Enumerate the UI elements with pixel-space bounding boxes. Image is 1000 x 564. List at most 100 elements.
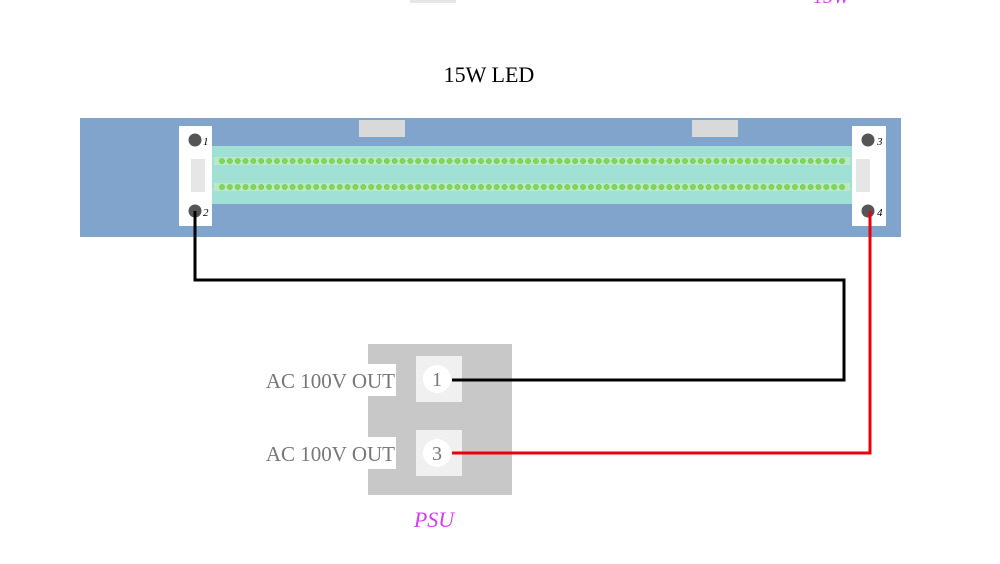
led-dot [697, 184, 704, 190]
terminal-1-label-bg [236, 364, 396, 396]
led-dot [462, 158, 469, 164]
connector-left-slot [191, 159, 205, 192]
led-dot [658, 158, 665, 164]
led-dot [752, 184, 759, 190]
led-dot [493, 158, 500, 164]
led-dot [776, 184, 783, 190]
led-dot [674, 184, 681, 190]
terminal-1-number: 1 [432, 369, 442, 391]
led-dot [336, 158, 343, 164]
led-dot [533, 184, 539, 190]
led-dot [650, 184, 657, 190]
led-dot [533, 158, 539, 164]
led-dot [635, 184, 641, 190]
led-dot [540, 158, 547, 164]
led-dot [478, 158, 484, 164]
led-dot [611, 158, 618, 164]
led-dot [415, 158, 422, 164]
led-dot [431, 158, 437, 164]
led-dot [784, 158, 790, 164]
led-dot-rows [214, 157, 850, 191]
led-dot [760, 158, 767, 164]
led-dot [831, 184, 838, 190]
led-dot [580, 184, 586, 190]
led-dot [729, 158, 735, 164]
terminal-3-circle [423, 439, 451, 467]
led-dot [564, 184, 571, 190]
led-dot [839, 184, 845, 190]
led-dot [344, 184, 351, 190]
led-dot [595, 184, 602, 190]
led-dot [776, 158, 783, 164]
led-dot [556, 158, 563, 164]
led-dot [376, 184, 382, 190]
led-dot [383, 158, 390, 164]
led-dot [509, 184, 516, 190]
led-dot [713, 184, 720, 190]
led-dot [470, 184, 476, 190]
led-dot [690, 184, 696, 190]
led-dot [666, 184, 673, 190]
psu: 1 3 AC 100V OUT AC 100V OUT PSU [236, 344, 512, 532]
led-dot [784, 184, 790, 190]
led-dot [226, 184, 233, 190]
led-dot [517, 158, 524, 164]
terminal-3-number: 3 [432, 443, 442, 465]
led-dot [423, 184, 429, 190]
led-dot [705, 184, 712, 190]
led-dot [540, 184, 547, 190]
led-dot [729, 184, 735, 190]
led-dot [501, 184, 508, 190]
led-dot [219, 158, 225, 164]
led-dot [713, 158, 720, 164]
led-strip [204, 146, 854, 204]
led-dot [525, 184, 531, 190]
led-dot [799, 184, 806, 190]
led-dot [580, 158, 586, 164]
led-dot [391, 158, 398, 164]
led-dot [619, 184, 626, 190]
led-dot [407, 184, 414, 190]
led-dot [266, 184, 272, 190]
pin-1-label: 1 [203, 136, 209, 148]
led-dot [666, 158, 673, 164]
top-cropped-label: 15W [813, 0, 852, 8]
led-dot [454, 184, 461, 190]
led-dot [588, 158, 594, 164]
led-dot [313, 184, 320, 190]
led-row-1 [214, 157, 850, 165]
led-dot [431, 184, 437, 190]
led-dot [368, 158, 374, 164]
led-dot [321, 184, 327, 190]
led-dot [768, 158, 775, 164]
connector-left: 1 2 [179, 126, 212, 226]
led-dot [485, 158, 492, 164]
led-dot [305, 184, 312, 190]
led-dot [517, 184, 524, 190]
led-dot [760, 184, 767, 190]
led-dot [274, 158, 280, 164]
led-dot [658, 184, 665, 190]
led-dot [635, 158, 641, 164]
led-dot [831, 158, 838, 164]
led-dot [611, 184, 618, 190]
led-dot [493, 184, 500, 190]
terminal-3-text: AC 100V OUT [266, 442, 395, 466]
led-dot [525, 158, 531, 164]
led-dot [219, 184, 225, 190]
led-dot [297, 184, 304, 190]
led-dot [792, 184, 798, 190]
led-dot [234, 158, 241, 164]
led-dot [242, 158, 249, 164]
led-dot [682, 184, 688, 190]
terminal-1-circle [423, 365, 451, 393]
led-dot [368, 184, 374, 190]
led-dot [682, 158, 688, 164]
led-dot [588, 184, 594, 190]
led-dot [572, 184, 579, 190]
led-dot [619, 158, 626, 164]
led-row-2 [214, 183, 850, 191]
led-dot [815, 184, 822, 190]
led-dot [399, 184, 406, 190]
